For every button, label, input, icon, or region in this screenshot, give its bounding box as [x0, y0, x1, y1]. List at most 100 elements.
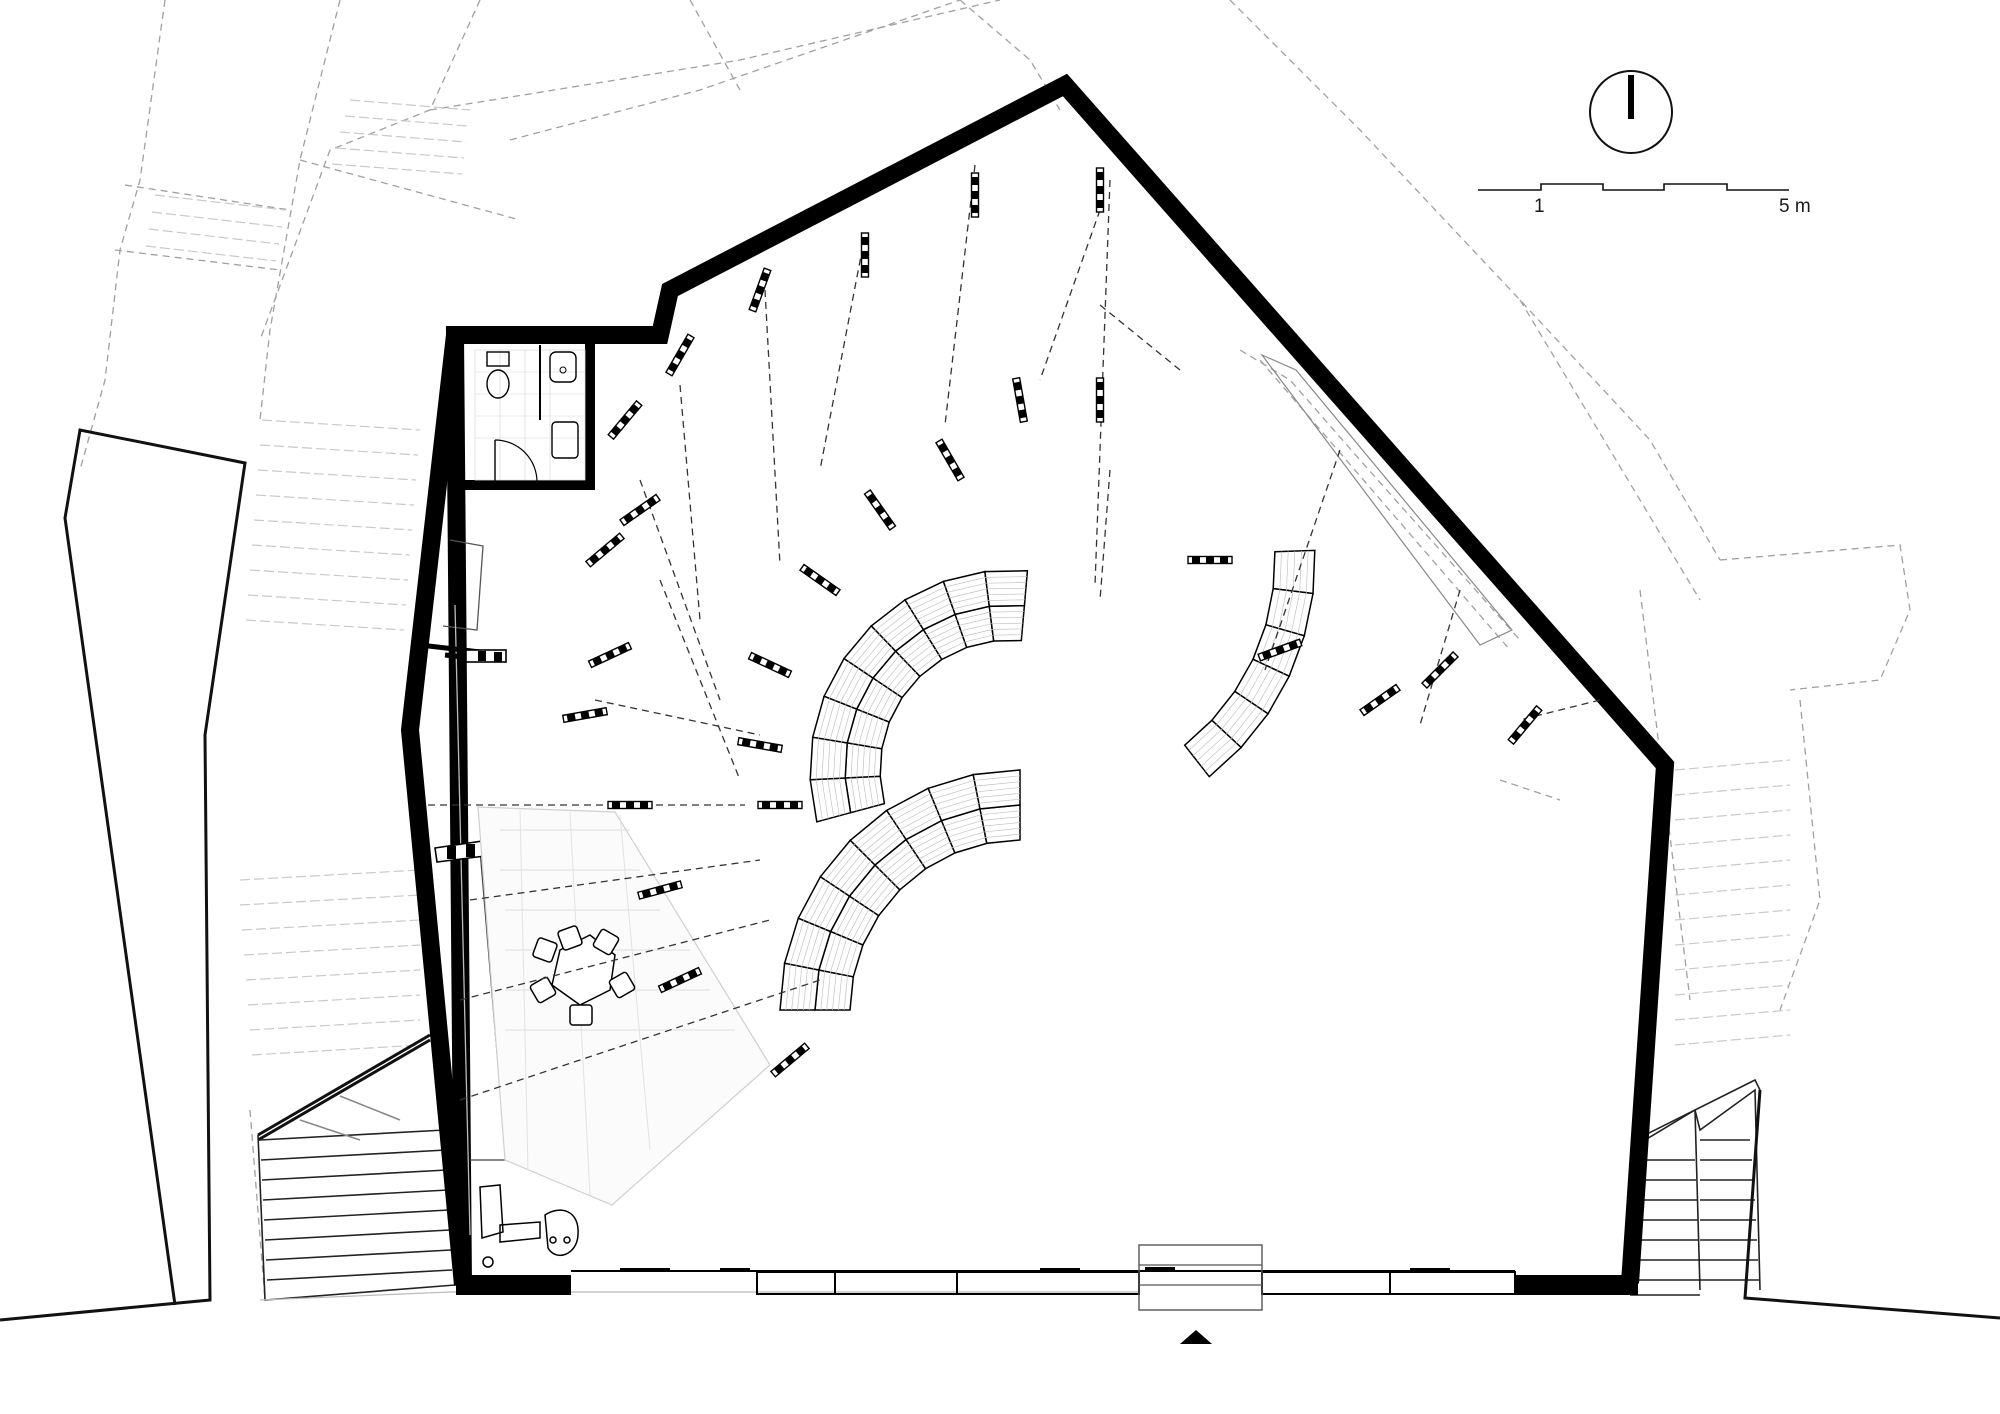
upper-inner-tread — [844, 775, 886, 814]
tread-line — [862, 824, 897, 853]
tread-line — [877, 655, 900, 682]
tread-line — [868, 881, 892, 910]
tread-line — [917, 603, 952, 620]
tread-line — [883, 614, 915, 639]
tread-line — [840, 668, 859, 703]
hanger-line — [469, 859, 761, 901]
tread-line — [891, 858, 920, 882]
tread-line — [795, 922, 810, 966]
tread-line — [975, 781, 1021, 787]
tread-line — [883, 694, 898, 720]
tread-line — [797, 966, 803, 1011]
tread-line — [821, 779, 829, 819]
tread-line — [981, 810, 1021, 816]
tread-line — [949, 588, 988, 599]
tread-line — [912, 831, 947, 850]
tread-line — [877, 690, 893, 718]
hanger-line — [1039, 209, 1101, 381]
tread-line — [878, 844, 910, 870]
left-external-stair — [257, 1095, 456, 1301]
suspension-bar — [1095, 167, 1105, 213]
tread-line — [873, 747, 877, 777]
tread-line — [936, 797, 978, 811]
tread-line — [926, 619, 958, 635]
tread-line — [850, 674, 869, 708]
tread-line — [789, 920, 805, 965]
tread-line — [835, 704, 847, 742]
suspension-bar — [1507, 704, 1543, 746]
tread-line — [873, 776, 880, 806]
tread-line — [1216, 694, 1241, 726]
tread-line — [1196, 733, 1227, 762]
scale-bar — [1478, 183, 1789, 191]
tread-line — [841, 706, 852, 743]
tread-line — [1231, 706, 1258, 739]
suspension-bar — [584, 532, 626, 568]
tread-line — [856, 744, 860, 778]
tread-line — [983, 822, 1021, 827]
tread-line — [911, 649, 936, 669]
tread-line — [932, 785, 976, 800]
tread-line — [892, 667, 913, 692]
context-terraces-left — [145, 99, 471, 1056]
tread-line — [896, 671, 917, 695]
tread-line — [896, 804, 936, 826]
tread-line — [830, 935, 842, 973]
tread-line — [834, 664, 855, 701]
tread-line — [977, 792, 1021, 798]
tread-line — [910, 592, 948, 611]
tread-line — [847, 942, 858, 976]
tread-line — [857, 912, 875, 943]
tread-line — [914, 597, 950, 616]
tread-line — [1251, 667, 1272, 703]
tread-line — [866, 829, 900, 858]
tread-line — [1245, 664, 1266, 700]
tread-line — [873, 885, 896, 913]
tread-line — [868, 746, 871, 777]
tread-line — [939, 802, 980, 816]
suspension-bar — [970, 172, 980, 218]
tread-line — [934, 791, 977, 805]
tread-line — [930, 779, 975, 795]
tread-line — [861, 681, 879, 712]
tread-line — [851, 908, 870, 941]
tread-line — [858, 819, 894, 849]
tread-line — [832, 973, 837, 1011]
suspension-bar — [607, 399, 643, 441]
suspension-bar — [757, 800, 803, 810]
suspension-bar — [863, 488, 897, 532]
tread-line — [826, 972, 831, 1011]
tread-line — [903, 639, 930, 660]
tread-line — [815, 779, 823, 821]
tread-line — [839, 856, 868, 890]
tread-line — [948, 825, 984, 838]
tread-line — [862, 745, 865, 778]
tread-line — [834, 852, 863, 887]
tread-line — [1299, 550, 1302, 592]
spiral-stair — [779, 549, 1316, 1011]
tread-line — [1305, 550, 1309, 593]
spiral-stair-tread-lines — [785, 550, 1309, 1011]
hanger-line — [1099, 304, 1181, 371]
tread-line — [829, 702, 841, 741]
tread-line — [821, 739, 825, 780]
suspension-bar — [618, 493, 662, 527]
tread-line — [1200, 738, 1232, 767]
suspension-bar — [860, 232, 870, 278]
tread-line — [841, 902, 860, 937]
tread-line — [974, 775, 1021, 781]
tread-line — [835, 938, 848, 974]
tread-line — [889, 793, 931, 816]
tread-line — [841, 940, 853, 975]
tread-line — [991, 622, 1023, 625]
tread-line — [992, 634, 1022, 636]
tread-line — [986, 582, 1027, 584]
tread-line — [953, 600, 989, 610]
tread-line — [989, 611, 1024, 613]
tread-line — [929, 625, 960, 640]
tread-line — [839, 741, 842, 779]
west-wall — [400, 333, 472, 1286]
tread-line — [887, 619, 918, 643]
entrance-triangle-icon — [1180, 1330, 1212, 1344]
